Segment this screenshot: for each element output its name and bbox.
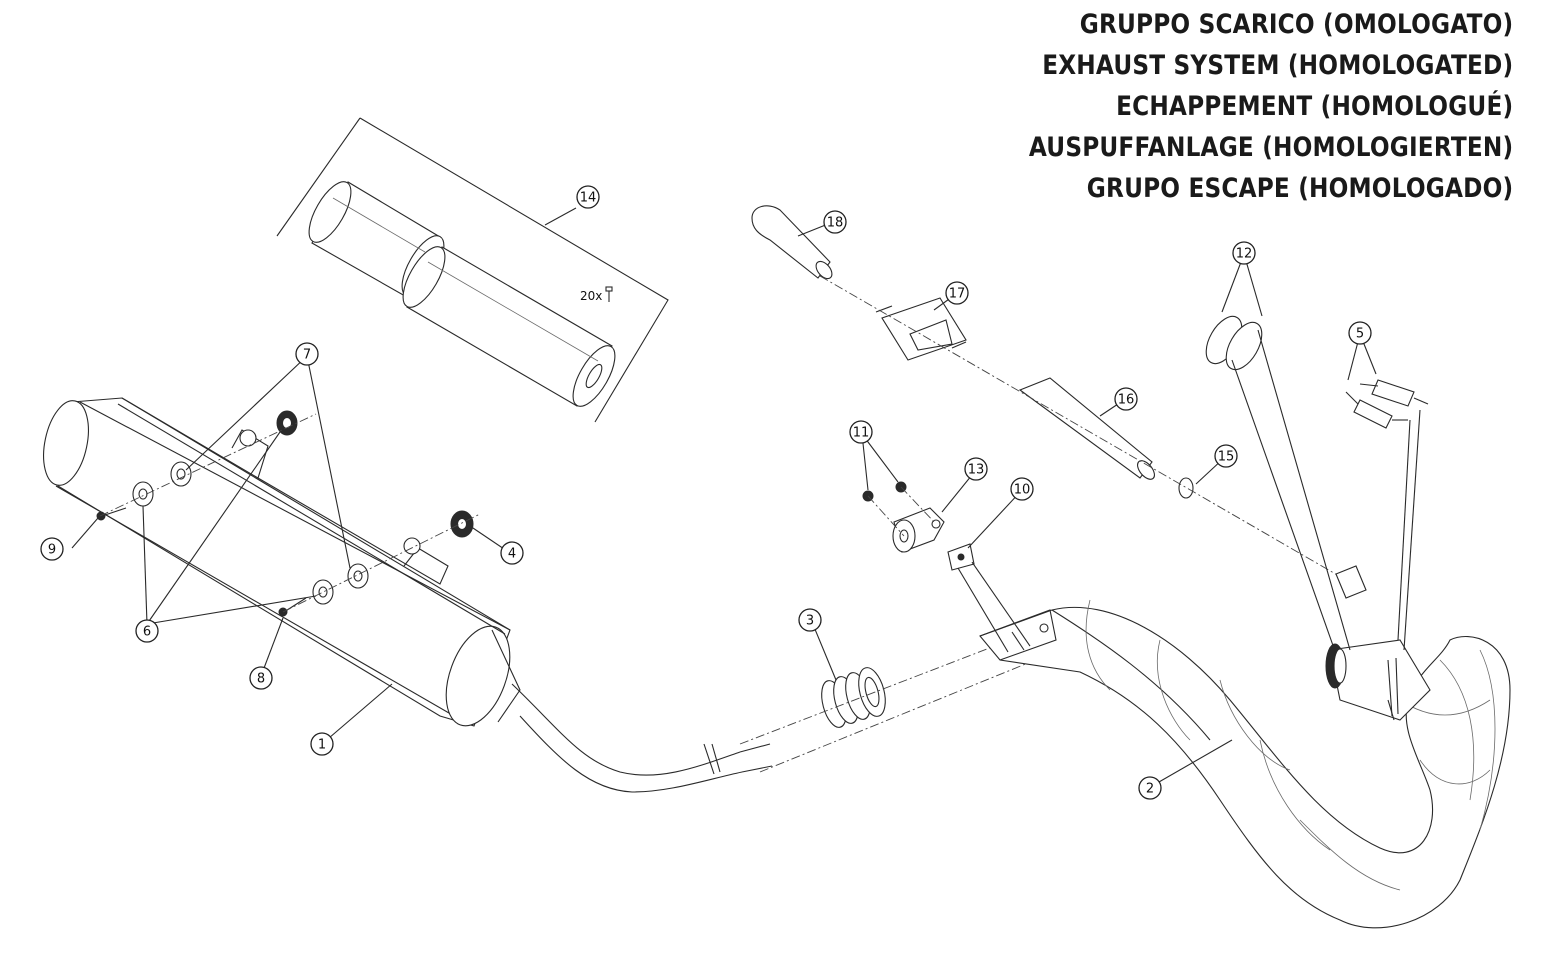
callout-2: 2 bbox=[1138, 776, 1162, 800]
callout-18: 18 bbox=[823, 210, 847, 234]
callout-7: 7 bbox=[295, 342, 319, 366]
callout-14: 14 bbox=[576, 185, 600, 209]
svg-text:14: 14 bbox=[580, 191, 597, 206]
washers bbox=[132, 481, 334, 605]
svg-text:11: 11 bbox=[853, 426, 870, 441]
callout-11: 11 bbox=[849, 420, 873, 444]
inset-packing-kit: 20x bbox=[276, 117, 669, 423]
callout-16: 16 bbox=[1114, 387, 1138, 411]
callout-17: 17 bbox=[945, 281, 969, 305]
svg-text:15: 15 bbox=[1218, 450, 1235, 465]
svg-text:13: 13 bbox=[968, 463, 985, 478]
svg-text:5: 5 bbox=[1356, 327, 1364, 342]
title-french: ECHAPPEMENT (HOMOLOGUÉ) bbox=[1115, 91, 1513, 122]
callout-5: 5 bbox=[1348, 321, 1372, 345]
title-block: GRUPPO SCARICO (OMOLOGATO) EXHAUST SYSTE… bbox=[950, 4, 1513, 209]
svg-text:17: 17 bbox=[949, 287, 966, 302]
svg-text:4: 4 bbox=[508, 547, 516, 562]
svg-text:10: 10 bbox=[1014, 483, 1031, 498]
callout-3: 3 bbox=[798, 608, 822, 632]
vent-hose-parts bbox=[751, 205, 1367, 599]
link-pipe bbox=[511, 683, 773, 793]
callout-9: 9 bbox=[40, 537, 64, 561]
callout-1: 1 bbox=[310, 732, 334, 756]
rubber-grommets bbox=[170, 410, 474, 589]
svg-text:2: 2 bbox=[1146, 782, 1154, 797]
callout-8: 8 bbox=[249, 666, 273, 690]
leader-lines bbox=[71, 221, 1377, 787]
callout-4: 4 bbox=[500, 541, 524, 565]
silencer bbox=[43, 397, 521, 727]
title-english: EXHAUST SYSTEM (HOMOLOGATED) bbox=[1041, 50, 1513, 81]
screw-quantity-label: 20x bbox=[580, 289, 602, 303]
coupling-sleeve bbox=[821, 667, 886, 728]
o-rings bbox=[1205, 315, 1351, 655]
screw-icon bbox=[605, 286, 613, 302]
exhaust-springs bbox=[1345, 379, 1429, 721]
svg-text:6: 6 bbox=[143, 625, 151, 640]
svg-text:1: 1 bbox=[318, 738, 326, 753]
callout-15: 15 bbox=[1214, 444, 1238, 468]
svg-text:18: 18 bbox=[827, 216, 844, 231]
callout-10: 10 bbox=[1010, 477, 1034, 501]
callout-6: 6 bbox=[135, 619, 159, 643]
svg-text:12: 12 bbox=[1236, 247, 1253, 262]
svg-text:7: 7 bbox=[303, 348, 311, 363]
expansion-chamber bbox=[979, 599, 1511, 929]
svg-text:3: 3 bbox=[806, 614, 814, 629]
title-italian: GRUPPO SCARICO (OMOLOGATO) bbox=[1079, 9, 1513, 40]
mount-bracket-assembly bbox=[862, 481, 1031, 653]
title-spanish: GRUPO ESCAPE (HOMOLOGADO) bbox=[1086, 173, 1513, 204]
callout-13: 13 bbox=[964, 457, 988, 481]
callout-12: 12 bbox=[1232, 241, 1256, 265]
svg-text:8: 8 bbox=[257, 672, 265, 687]
svg-text:16: 16 bbox=[1118, 393, 1135, 408]
svg-text:9: 9 bbox=[48, 543, 56, 558]
title-german: AUSPUFFANLAGE (HOMOLOGIERTEN) bbox=[1028, 132, 1513, 163]
